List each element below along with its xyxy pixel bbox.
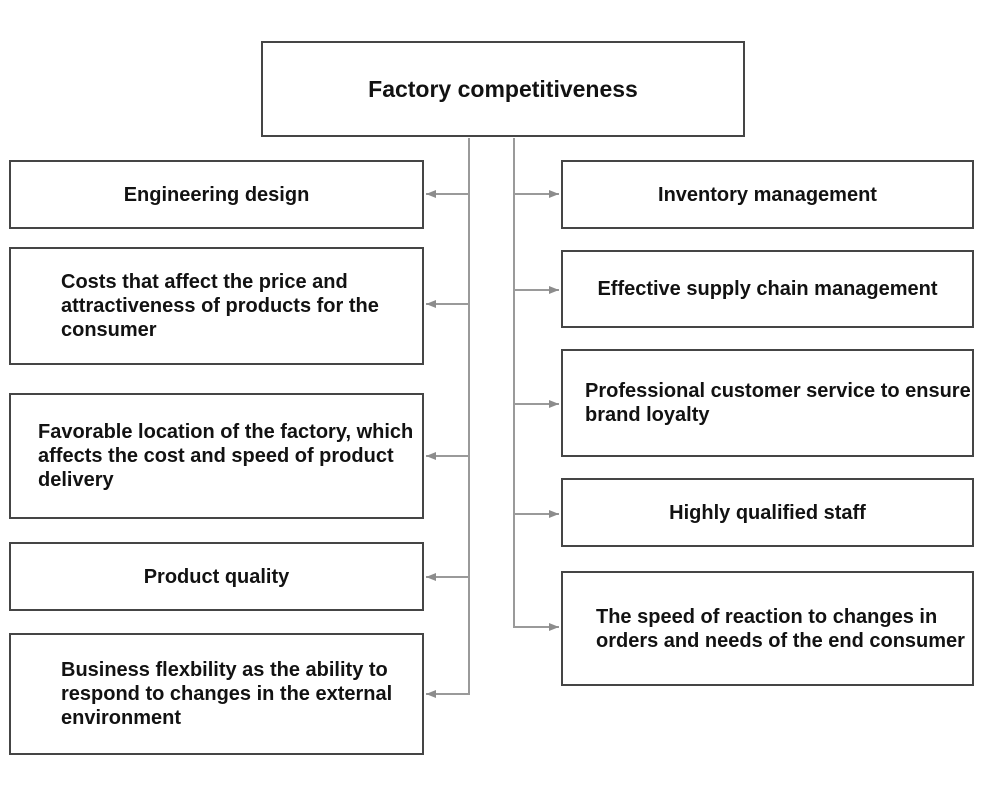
node-inventory-management: Inventory management — [561, 160, 974, 229]
node-costs-price-attractiveness: Costs that affect the price and attracti… — [9, 247, 424, 365]
node-label: Costs that affect the price and attracti… — [61, 271, 379, 341]
node-favorable-location: Favorable location of the factory, which… — [9, 393, 424, 519]
node-label: Product quality — [143, 565, 290, 588]
node-label: Favorable location of the factory, which… — [38, 421, 414, 491]
node-label: Factory competitiveness — [368, 75, 638, 102]
node-reaction-speed: The speed of reaction to changes in orde… — [561, 571, 974, 686]
node-supply-chain-management: Effective supply chain management — [561, 250, 974, 328]
node-product-quality: Product quality — [9, 542, 424, 611]
node-label: Professional customer service to ensure … — [585, 380, 971, 426]
node-label: Business flexbility as the ability to re… — [61, 659, 393, 729]
connector-right-trunk — [513, 138, 559, 631]
connector-left-trunk — [426, 138, 470, 698]
node-label: Effective supply chain management — [597, 278, 938, 300]
node-customer-service: Professional customer service to ensure … — [561, 349, 974, 457]
node-label: Inventory management — [658, 183, 877, 206]
node-label: Highly qualified staff — [669, 501, 866, 524]
node-label: Engineering design — [123, 183, 310, 206]
node-engineering-design: Engineering design — [9, 160, 424, 229]
node-label: The speed of reaction to changes in orde… — [596, 605, 965, 652]
node-qualified-staff: Highly qualified staff — [561, 478, 974, 547]
node-business-flexibility: Business flexbility as the ability to re… — [9, 633, 424, 755]
node-factory-competitiveness: Factory competitiveness — [261, 41, 745, 137]
